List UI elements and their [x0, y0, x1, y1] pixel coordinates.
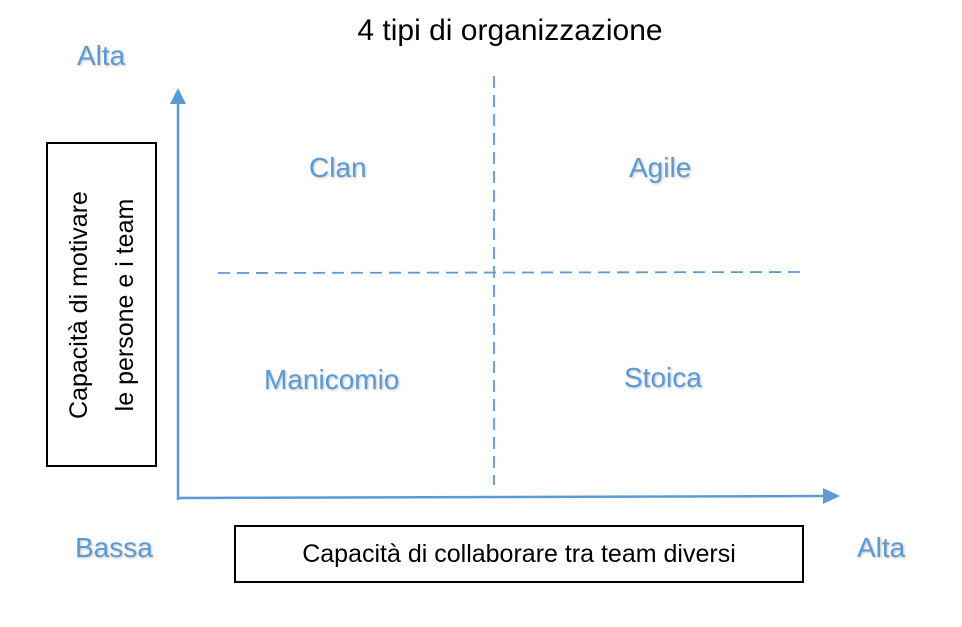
quadrant-label-agile: Agile — [629, 152, 692, 183]
quadrant-label-clan: Clan — [309, 152, 367, 183]
x-axis-title-box: Capacità di collaborare tra team diversi — [234, 525, 804, 583]
x-axis-title: Capacità di collaborare tra team diversi — [302, 539, 736, 568]
y-axis-arrowhead-icon — [170, 88, 186, 104]
x-axis-low-label: Bassa — [75, 532, 153, 563]
diagram-title: 4 tipi di organizzazione — [357, 14, 663, 47]
y-axis-title: Capacità di motivare le persone e i team — [56, 155, 148, 455]
quadrant-label-manicomio: Manicomio — [264, 364, 400, 395]
y-axis-title-box: Capacità di motivare le persone e i team — [46, 142, 157, 467]
y-axis-high-label: Alta — [77, 40, 126, 71]
y-axis-title-line1: Capacità di motivare — [64, 190, 93, 419]
quadrant-label-stoica: Stoica — [624, 362, 702, 393]
y-axis-title-line2: le persone e i team — [110, 198, 139, 411]
x-axis-arrowhead-icon — [823, 488, 840, 504]
x-axis-line — [177, 494, 826, 500]
x-axis-high-label: Alta — [857, 532, 906, 563]
horizontal-divider — [217, 271, 807, 274]
